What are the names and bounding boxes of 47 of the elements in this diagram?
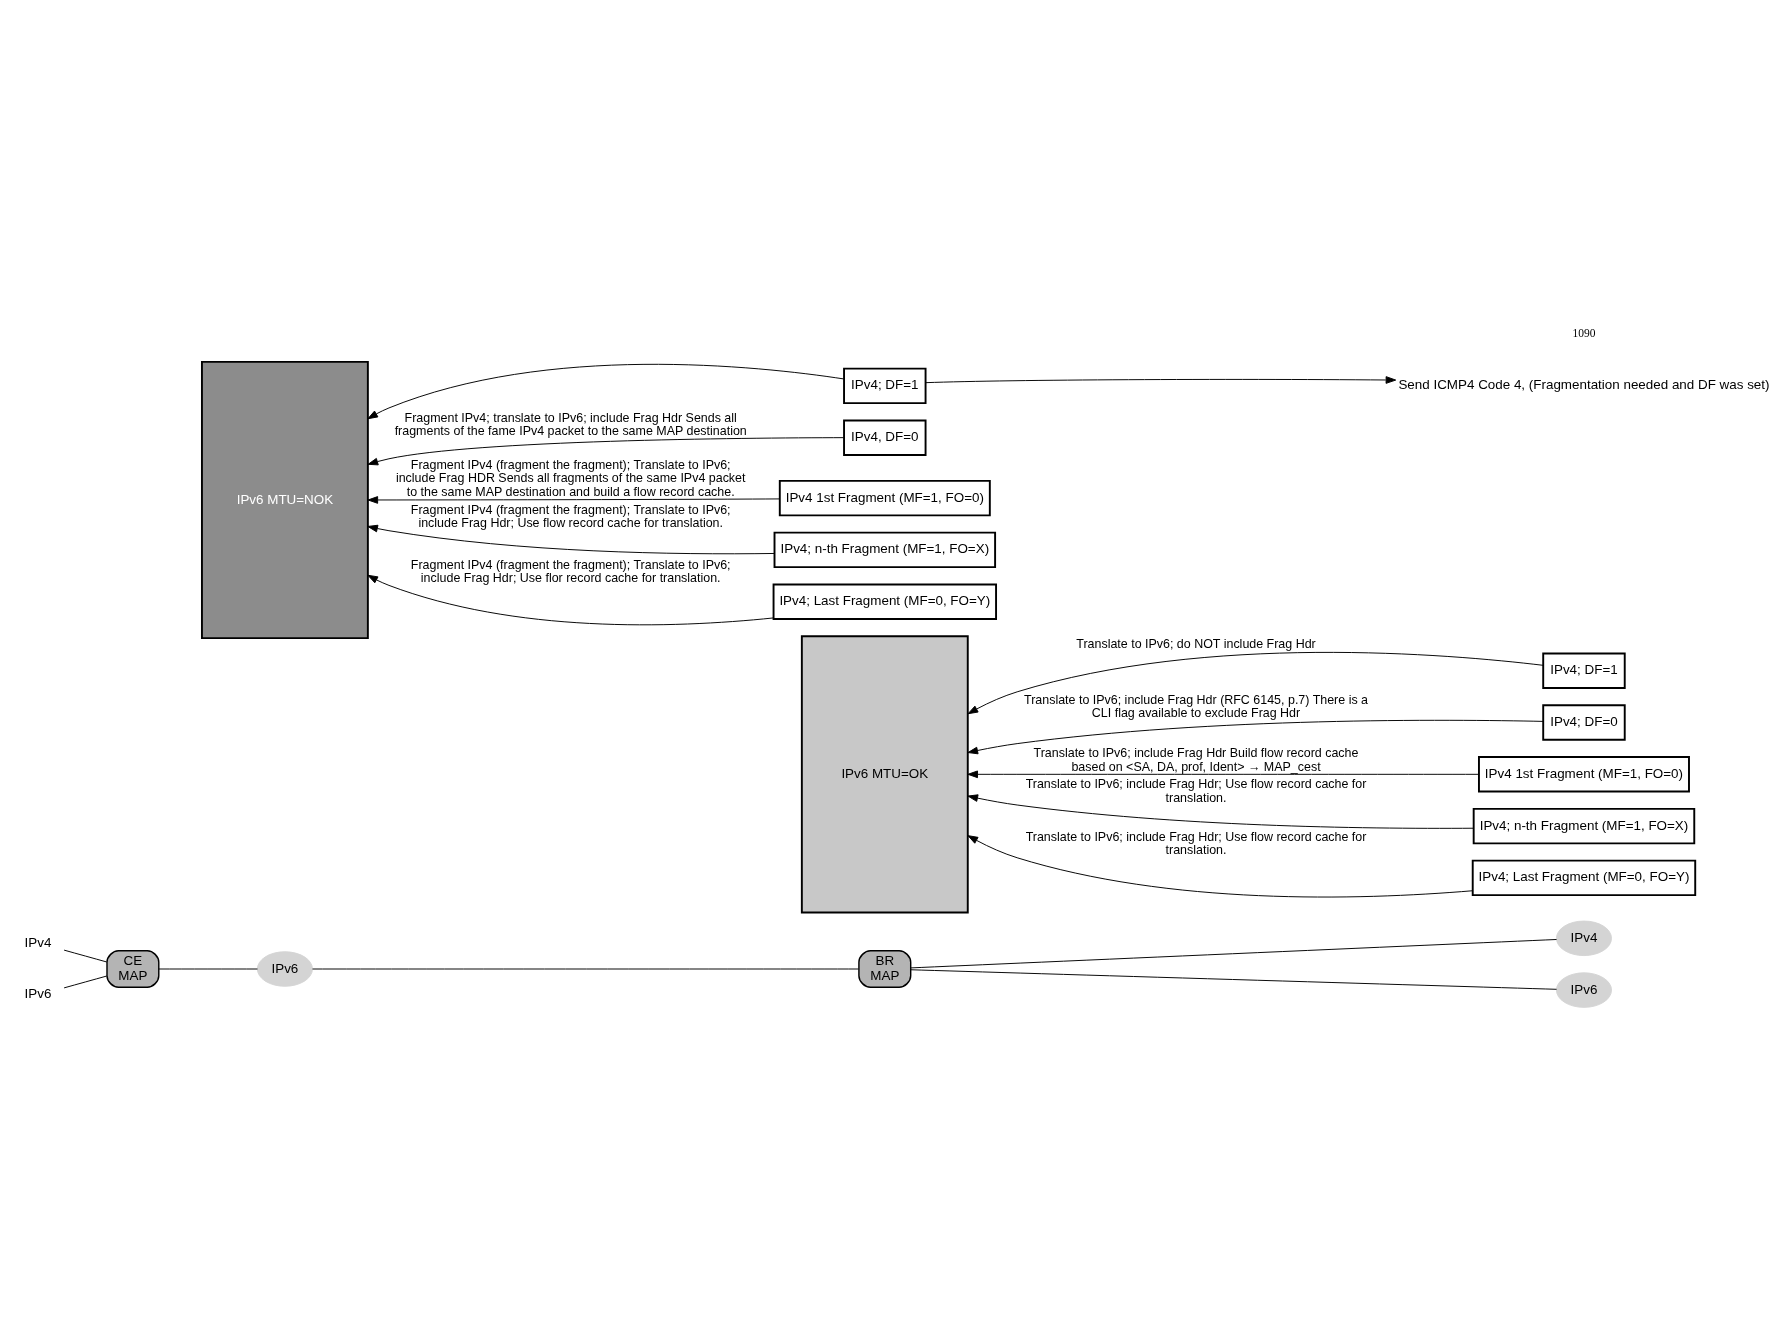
node-box: IPv4; DF=0 [1542,703,1626,741]
connector [63,975,108,988]
arrow [967,834,1473,897]
arrow [925,375,1397,384]
node-text: IPv6 [24,985,52,1001]
label: 1090 [1572,326,1596,339]
arrow [967,770,1480,778]
node-box: CE MAP [106,949,160,988]
node-box: IPv6 MTU=NOK [201,360,369,639]
node-ellipse: IPv6 [1555,971,1612,1008]
node-box: IPv4 1st Fragment (MF=1, FO=0) [1478,755,1690,793]
node-box: IPv6 MTU=OK [800,634,969,913]
edge-label: Translate to IPv6; include Frag Hdr (RFC 6145, p.7) There is a CLI flag available to exclude Frag Hdr [1024,692,1369,720]
node-box: IPv4, DF=0 [843,418,927,456]
connector [63,949,108,962]
arrow [367,524,775,554]
edge-label: Translate to IPv6; include Frag Hdr; Use flow record cache for translation. [1025,829,1367,857]
edge-label: Translate to IPv6; include Frag Hdr Build flow record cache based on <SA, DA, prof, Ident> → MAP_cest [1033,745,1359,774]
node-text: IPv4 [24,934,52,950]
node-box: IPv4; n-th Fragment (MF=1, FO=X) [773,531,997,568]
node-ellipse: IPv4 [1555,920,1612,956]
edge-label: Fragment IPv4; translate to IPv6; include Frag Hdr Sends all fragments of the fame IPv4 packet to the same MAP destination [394,410,747,438]
arrow [967,651,1544,714]
node-box: IPv4; Last Fragment (MF=0, FO=Y) [772,582,997,620]
arrow [967,793,1474,829]
edge-label: Fragment IPv4 (fragment the fragment); Translate to IPv6; include Frag Hdr; Use flow record cache for translation. [410,502,731,530]
node-box: IPv4; n-th Fragment (MF=1, FO=X) [1472,807,1696,844]
node-ellipse: IPv6 [256,950,313,987]
connector [158,968,258,969]
edge-label: Fragment IPv4 (fragment the fragment); Translate to IPv6; include Frag HDR Sends all fragments of the same IPv4 packet to the same MAP destination and build a flow record cache. [395,457,746,499]
node-box: IPv4; DF=1 [1542,652,1626,689]
arrow [367,495,780,504]
connector [910,938,1557,968]
node-box: IPv4 1st Fragment (MF=1, FO=0) [778,479,991,516]
edge-label: Fragment IPv4 (fragment the fragment); Translate to IPv6; include Frag Hdr; Use flor record cache for translation. [410,557,731,585]
arrow [367,436,845,465]
node-box: IPv4; DF=1 [843,367,927,404]
node-box: BR MAP [858,949,912,988]
node-text: Send ICMP4 Code 4, (Fragmentation needed and DF was set) [1398,376,1770,392]
arrow [967,719,1544,754]
edge-label: Translate to IPv6; do NOT include Frag Hdr [1076,636,1316,651]
edge-label: Translate to IPv6; include Frag Hdr; Use flow record cache for translation. [1025,776,1367,805]
arrow [367,363,845,419]
arrow [367,574,774,625]
node-box: IPv4; Last Fragment (MF=0, FO=Y) [1471,859,1697,896]
connector [910,968,1557,990]
connector [312,968,859,969]
